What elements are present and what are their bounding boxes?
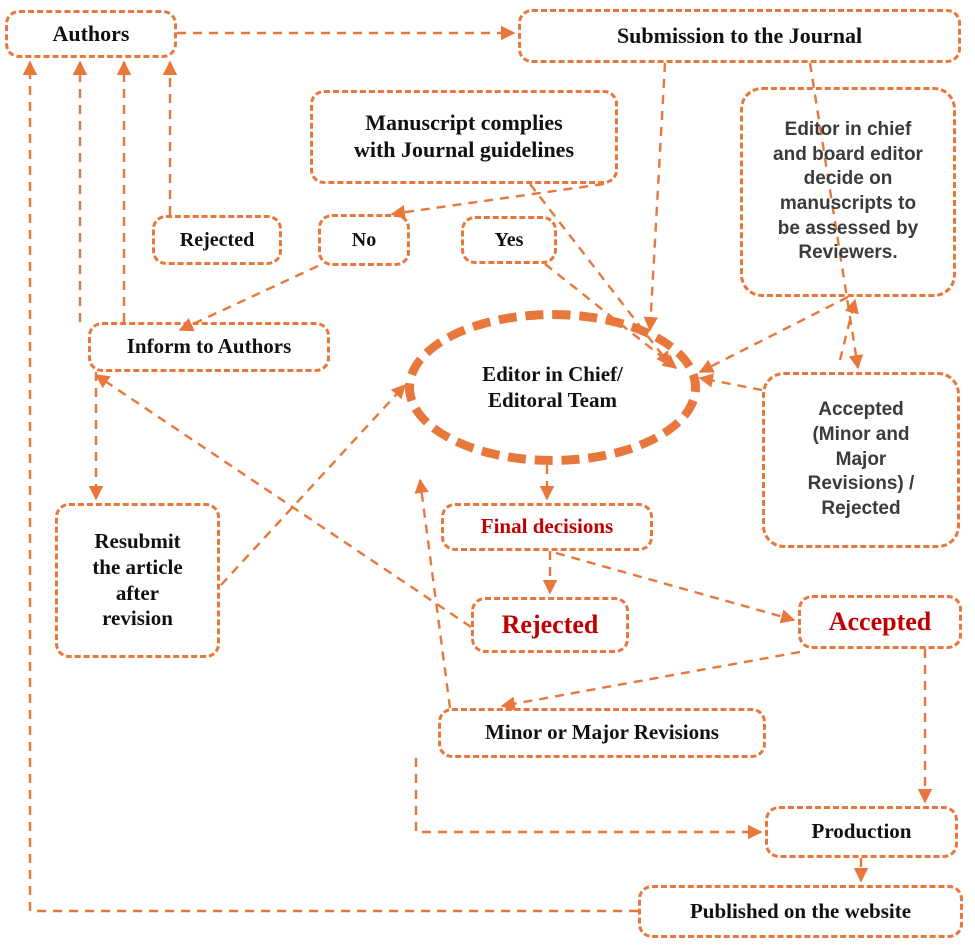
node-label-eic_team: Editor in Chief/Editoral Team: [482, 361, 623, 412]
node-label-revisions: Minor or Major Revisions: [485, 720, 719, 745]
node-label-production: Production: [811, 819, 912, 844]
node-yes_lbl[interactable]: Yes: [461, 216, 557, 264]
node-label-yes_lbl: Yes: [494, 228, 524, 251]
edge-eic-team-to-eic-board: [838, 298, 859, 361]
node-final_dec[interactable]: Final decisions: [441, 503, 653, 551]
node-label-accepted_fin: Accepted: [828, 607, 932, 637]
edge-eic-board-to-eic-team: [698, 295, 849, 374]
edge-submission-to-eic-team: [643, 62, 667, 332]
node-label-authors: Authors: [52, 20, 130, 46]
edge-resubmit-to-eic-team: [220, 383, 406, 586]
edge-complies-to-no: [390, 182, 605, 220]
edge-accepted-to-revisions: [500, 650, 801, 711]
edge-published-to-authors: [22, 60, 638, 913]
node-label-no_lbl: No: [351, 228, 377, 251]
edge-accepted-rev-to-eic-team: [698, 373, 763, 392]
node-revisions[interactable]: Minor or Major Revisions: [438, 708, 766, 758]
node-rejected_fin[interactable]: Rejected: [471, 597, 629, 653]
edge-revisions-to-production: [414, 758, 763, 840]
node-label-rejected_lbl: Rejected: [179, 228, 255, 251]
node-accepted_fin[interactable]: Accepted: [798, 595, 962, 649]
node-label-inform: Inform to Authors: [126, 334, 292, 359]
node-label-final_dec: Final decisions: [480, 514, 614, 539]
node-submission[interactable]: Submission to the Journal: [518, 9, 961, 63]
node-published[interactable]: Published on the website: [638, 885, 963, 938]
edge-no-to-inform: [178, 264, 319, 332]
node-authors[interactable]: Authors: [5, 10, 177, 58]
node-rejected_lbl[interactable]: Rejected: [152, 215, 282, 265]
node-label-rejected_fin: Rejected: [501, 610, 599, 640]
node-production[interactable]: Production: [765, 806, 958, 858]
node-inform[interactable]: Inform to Authors: [88, 322, 330, 372]
node-label-published: Published on the website: [689, 898, 912, 923]
node-no_lbl[interactable]: No: [318, 214, 410, 266]
node-eic_team[interactable]: Editor in Chief/Editoral Team: [405, 310, 700, 465]
node-label-submission: Submission to the Journal: [616, 22, 863, 48]
